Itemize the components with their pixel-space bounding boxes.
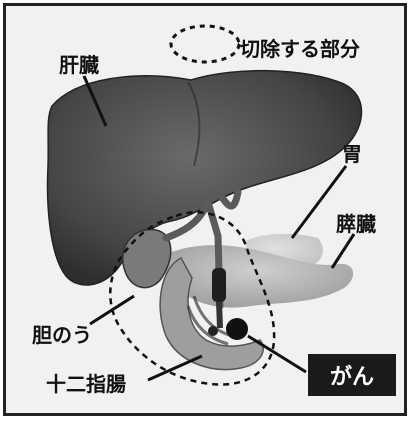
diagram-frame: 切除する部分 肝臓 胃 膵臓 胆のう 十二指腸 がん	[3, 3, 407, 416]
label-duodenum: 十二指腸	[46, 374, 126, 394]
label-liver: 肝臓	[59, 55, 99, 75]
legend-dashed-ellipse	[171, 26, 239, 62]
duct-lower	[219, 302, 220, 328]
legend-label: 切除する部分	[240, 39, 360, 59]
label-stomach: 胃	[342, 144, 362, 164]
label-cancer: がん	[308, 354, 396, 396]
label-gallbladder: 胆のう	[32, 325, 92, 345]
cancer-mass	[226, 318, 248, 340]
label-pancreas: 膵臓	[336, 214, 376, 234]
leader-line-gallbladder	[90, 296, 134, 324]
leader-line-duodenum	[148, 356, 202, 380]
duct-segment-dark	[212, 268, 226, 302]
leader-line-pancreas	[332, 234, 354, 268]
papilla	[208, 326, 218, 336]
